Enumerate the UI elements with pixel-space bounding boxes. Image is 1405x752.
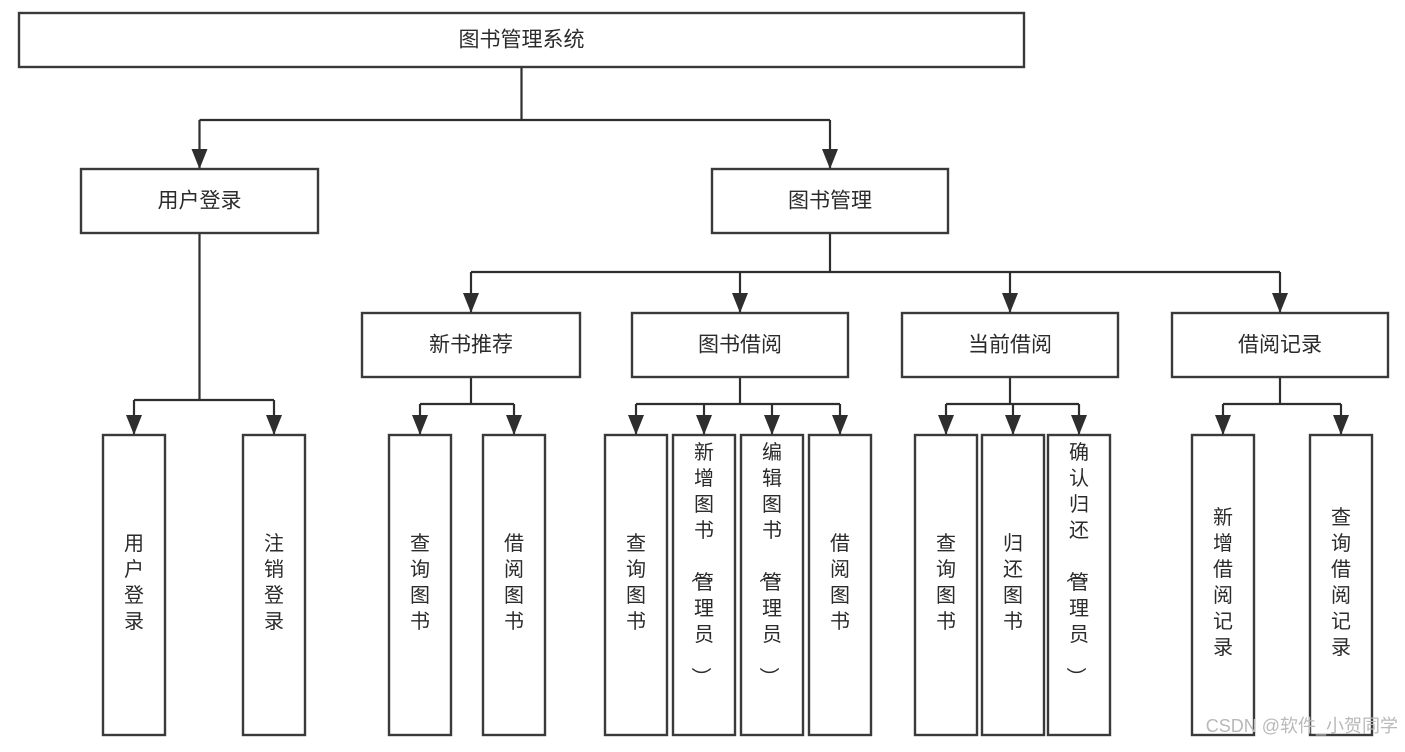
leaf-归还图书-9[interactable]: 归还图书 [980, 433, 1046, 737]
arrow-head-icon [1215, 415, 1231, 435]
arrow-head-icon [1071, 415, 1087, 435]
node-layer: 图书管理系统用户登录图书管理新书推荐图书借阅当前借阅借阅记录用户登录注销登录查询… [17, 11, 1390, 737]
arrow-head-icon [938, 415, 954, 435]
node-label-图书管理系统: 图书管理系统 [459, 29, 585, 52]
leaf-用户登录-0[interactable]: 用户登录 [101, 433, 167, 737]
csdn-watermark: CSDN @软件_小贺同学 [1206, 716, 1398, 737]
node-label-图书借阅: 图书借阅 [698, 334, 782, 357]
node-新书推荐[interactable]: 新书推荐 [360, 311, 582, 379]
arrow-head-icon [1002, 293, 1018, 313]
node-box-借阅记录 [1170, 311, 1390, 379]
node-box-图书管理 [710, 167, 950, 235]
leaf-box [101, 433, 167, 737]
leaf-label: 新增借阅记录 [1213, 506, 1233, 659]
leaf-label: 查询借阅记录 [1331, 506, 1351, 659]
leaf-label: 查询图书 [936, 532, 956, 633]
arrow-head-icon [191, 149, 208, 169]
leaf-查询借阅记录-12[interactable]: 查询借阅记录 [1308, 433, 1374, 737]
node-label-图书管理: 图书管理 [788, 190, 872, 213]
leaf-label: 归还图书 [1003, 532, 1023, 633]
leaf-确认归还管理员-10[interactable]: 确认归还（管理员） [1046, 433, 1112, 737]
node-label-用户登录: 用户登录 [158, 190, 242, 213]
arrow-head-icon [1333, 415, 1349, 435]
leaf-label: 借阅图书 [830, 532, 850, 633]
leaf-box [1308, 433, 1374, 737]
leaf-label: 查询图书 [410, 532, 430, 633]
leaf-新增借阅记录-11[interactable]: 新增借阅记录 [1190, 433, 1256, 737]
leaf-box [913, 433, 979, 737]
leaf-注销登录-1[interactable]: 注销登录 [241, 433, 307, 737]
leaf-box [807, 433, 873, 737]
leaf-label: 确认归还（管理员） [1064, 441, 1089, 687]
node-用户登录[interactable]: 用户登录 [79, 167, 320, 235]
leaf-label: 注销登录 [264, 532, 284, 633]
leaf-box [980, 433, 1046, 737]
arrow-head-icon [1272, 293, 1288, 313]
leaf-编辑图书管理员-6[interactable]: 编辑图书（管理员） [739, 433, 805, 737]
leaf-查询图书-4[interactable]: 查询图书 [603, 433, 669, 737]
leaf-box [1046, 433, 1112, 737]
leaf-label: 编辑图书（管理员） [757, 441, 782, 687]
node-label-当前借阅: 当前借阅 [968, 334, 1052, 357]
node-图书管理系统[interactable]: 图书管理系统 [17, 11, 1026, 69]
leaf-box [671, 433, 737, 737]
leaf-新增图书管理员-5[interactable]: 新增图书（管理员） [671, 433, 737, 737]
leaf-label: 新增图书（管理员） [689, 441, 714, 687]
arrow-head-icon [696, 415, 712, 435]
node-box-图书管理系统 [17, 11, 1026, 69]
leaf-box [241, 433, 307, 737]
leaf-box [1190, 433, 1256, 737]
node-借阅记录[interactable]: 借阅记录 [1170, 311, 1390, 379]
arrow-head-icon [764, 415, 780, 435]
arrow-head-icon [506, 415, 522, 435]
leaf-label: 用户登录 [124, 533, 144, 633]
arrow-head-icon [1005, 415, 1021, 435]
node-box-当前借阅 [900, 311, 1120, 379]
node-当前借阅[interactable]: 当前借阅 [900, 311, 1120, 379]
leaf-查询图书-8[interactable]: 查询图书 [913, 433, 979, 737]
arrow-head-icon [463, 293, 479, 313]
node-box-用户登录 [79, 167, 320, 235]
leaf-box [603, 433, 669, 737]
node-图书管理[interactable]: 图书管理 [710, 167, 950, 235]
leaf-box [739, 433, 805, 737]
arrow-head-icon [126, 415, 142, 435]
arrow-head-icon [732, 293, 748, 313]
node-图书借阅[interactable]: 图书借阅 [630, 311, 850, 379]
leaf-label: 借阅图书 [504, 532, 524, 633]
node-label-新书推荐: 新书推荐 [429, 334, 513, 357]
connector-layer [126, 67, 1349, 435]
leaf-查询图书-2[interactable]: 查询图书 [387, 433, 453, 737]
leaf-box [387, 433, 453, 737]
arrow-head-icon [266, 415, 282, 435]
node-box-图书借阅 [630, 311, 850, 379]
node-box-新书推荐 [360, 311, 582, 379]
arrow-head-icon [628, 415, 644, 435]
leaf-label: 查询图书 [626, 532, 646, 633]
leaf-借阅图书-7[interactable]: 借阅图书 [807, 433, 873, 737]
leaf-借阅图书-3[interactable]: 借阅图书 [481, 433, 547, 737]
leaf-box [481, 433, 547, 737]
arrow-head-icon [832, 415, 848, 435]
node-label-借阅记录: 借阅记录 [1238, 334, 1322, 357]
arrow-head-icon [822, 149, 838, 169]
arrow-head-icon [412, 415, 428, 435]
